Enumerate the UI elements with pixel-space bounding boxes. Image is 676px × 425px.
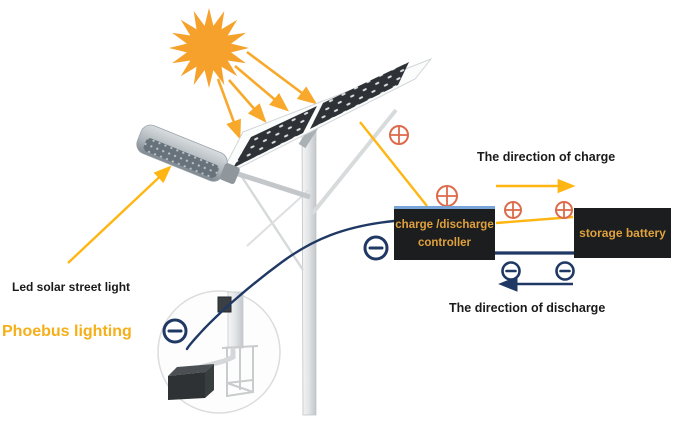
lamp-arm — [231, 169, 311, 200]
positive-symbol — [436, 185, 458, 207]
lamp-strut — [246, 187, 312, 247]
solar-panel — [233, 106, 317, 168]
inset-battery-box — [168, 364, 214, 400]
inset-stand-frame — [221, 345, 259, 397]
sun-ray — [216, 78, 241, 140]
lamp-strut — [238, 173, 305, 271]
negative-symbol — [363, 235, 389, 261]
solar-panel — [310, 62, 409, 129]
sun-icon — [169, 8, 249, 88]
sun-ray — [246, 50, 318, 105]
controller-box: charge /discharge controller — [394, 206, 495, 260]
solar-panel-array — [217, 57, 433, 180]
street-light-label-arrow — [67, 165, 172, 264]
positive-symbol — [555, 201, 573, 219]
sun-ray — [228, 79, 267, 123]
inset-conduit — [198, 347, 236, 370]
charge-direction-label: The direction of charge — [477, 150, 616, 164]
controller-to-base-wire — [185, 219, 396, 351]
battery-box: storage battery — [574, 208, 671, 258]
panel-support-strut — [310, 108, 398, 216]
negative-symbol — [162, 318, 188, 344]
controller-box-line1: charge /discharge — [395, 218, 494, 231]
sun-ray — [234, 65, 289, 112]
light-pole — [301, 117, 317, 416]
controller-box-line2: controller — [417, 236, 472, 249]
brand-label: Phoebus lighting — [2, 323, 132, 340]
negative-symbol — [555, 261, 575, 281]
street-light-label: Led solar street light — [12, 280, 131, 294]
pole-base-inset — [157, 290, 281, 414]
discharge-direction-label: The direction of discharge — [449, 301, 606, 315]
street-lamp-head — [136, 124, 311, 200]
positive-symbol — [504, 201, 522, 219]
battery-box-label: storage battery — [579, 225, 666, 240]
negative-symbol — [501, 261, 521, 281]
sun-rays — [216, 50, 318, 140]
positive-symbol — [389, 125, 409, 145]
panel-to-controller-wire — [359, 121, 428, 207]
